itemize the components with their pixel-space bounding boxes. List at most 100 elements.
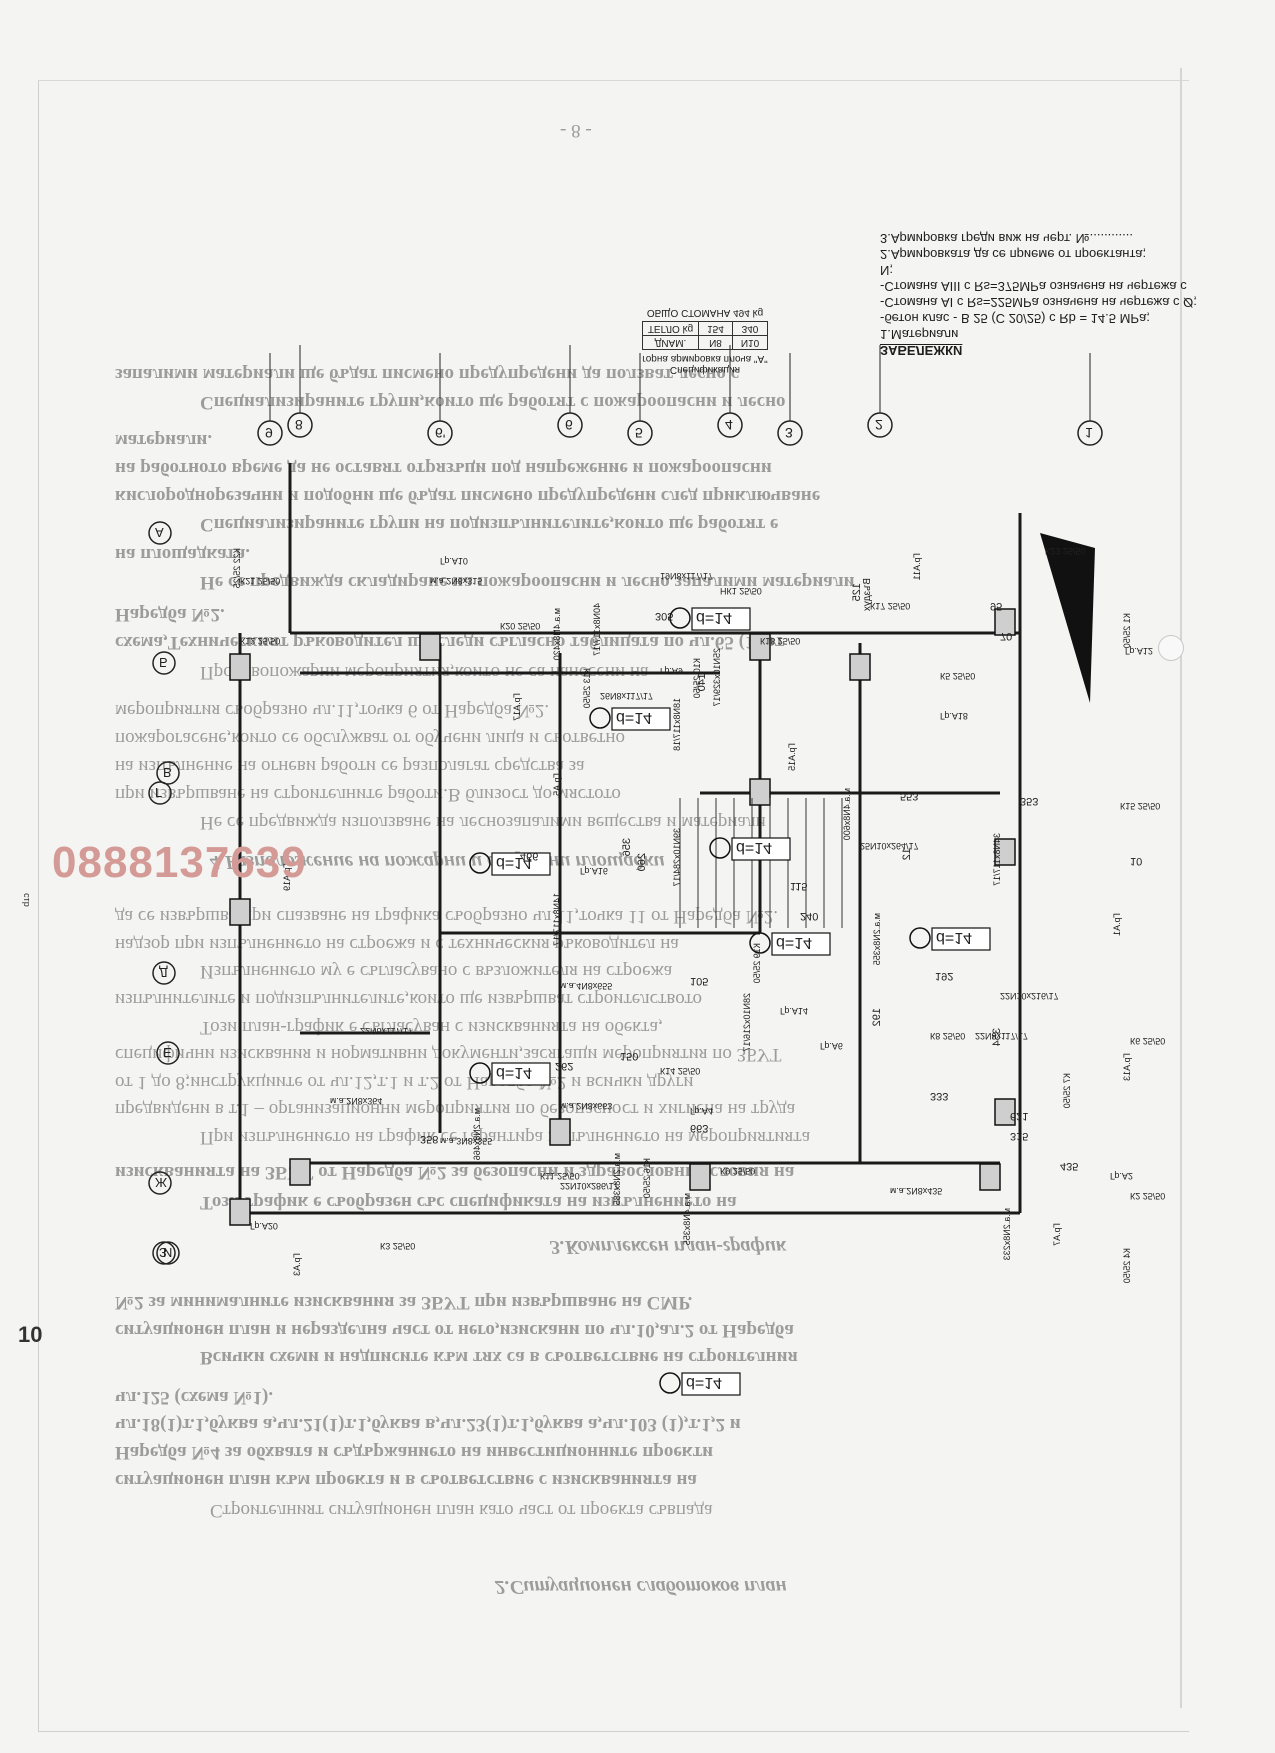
axis-bubble	[627, 420, 653, 446]
column-label: К23 25/50	[1045, 546, 1085, 556]
rebar-label: 25N10x264/17	[860, 841, 919, 851]
slab-marker-box	[691, 607, 751, 631]
dimension-label: 262	[555, 1060, 573, 1072]
axis-label: Г	[155, 785, 162, 800]
slab-thickness-label: d=14	[696, 609, 732, 626]
watermark-phone: 0888137639	[52, 838, 307, 887]
spec-cell: 340	[732, 321, 768, 336]
misc-column-label: НК1 25/50	[720, 586, 762, 596]
spec-cell: ДИАМ.	[642, 335, 699, 350]
slab-marker-circle	[469, 1062, 491, 1084]
axis-bubble	[777, 420, 803, 446]
column-label: К11 25/50	[540, 1171, 580, 1181]
beam-label: Гр.А13	[1122, 1053, 1132, 1081]
column-marker	[749, 633, 771, 661]
slab-marker-box	[681, 1372, 741, 1396]
axis-label: Е	[163, 1045, 172, 1060]
axis-label: 9	[265, 425, 273, 441]
dimension-label: 115	[790, 880, 808, 892]
column-label: К7 25/50	[1062, 1073, 1072, 1108]
column-marker	[229, 898, 251, 926]
column-label: К4 25/50	[1122, 1248, 1132, 1283]
dimension-label: 12	[901, 848, 913, 860]
dimension-label: 70	[1000, 630, 1012, 642]
beam-label: Гр.А11	[912, 553, 922, 580]
dimension-label: 95	[990, 600, 1002, 612]
axis-bubble	[287, 412, 313, 438]
beam-label: Гр.А9	[660, 666, 683, 676]
notes-line: -бетон клас - B 25 (C 20/25) с Rb = 14.5…	[880, 311, 1150, 326]
beam-label: Гр.А20	[250, 1221, 278, 1231]
beam-label: Гр.А19	[282, 863, 292, 891]
rebar-label: м.а.2N8x663	[560, 1101, 612, 1111]
dimension-label: 466	[520, 850, 538, 862]
column-label: К9 25/50	[720, 1166, 755, 1176]
axis-bubble	[427, 420, 453, 446]
slab-marker-circle	[659, 1372, 681, 1394]
beam-label: Гр.А5	[552, 773, 562, 796]
dimension-label: 305	[655, 610, 673, 622]
axis-label: А	[155, 525, 164, 540]
slab-thickness-label: d=14	[776, 934, 812, 951]
slab-marker-box	[771, 932, 831, 956]
beam-label: Гр.А18	[940, 711, 968, 721]
rebar-label: 28N10x216/17	[742, 993, 752, 1052]
dimension-label: 435	[1060, 1160, 1078, 1172]
beam-label: Гр.А7	[1052, 1223, 1062, 1246]
dimension-label: 358	[420, 1133, 438, 1145]
notes-line: -Стомана AIII с Rs=375MPa означена на че…	[880, 263, 1187, 294]
axis-bubble	[1077, 420, 1103, 446]
rebar-label: 14N8x117/17	[552, 893, 562, 946]
column-label: К21 25/50	[240, 576, 280, 586]
column-label: К10 25/50	[692, 658, 702, 698]
column-marker	[749, 778, 771, 806]
column-marker	[689, 1163, 711, 1191]
dimension-label: 553	[900, 790, 918, 802]
dimension-label: 356	[621, 838, 633, 856]
column-label: К13 25/50	[582, 668, 592, 708]
dimension-label: 140	[696, 673, 708, 691]
axis-label: Б	[159, 655, 168, 670]
axis-label: 1	[1085, 425, 1093, 441]
dimension-label: 240	[800, 910, 818, 922]
rebar-label: м.а.2N8x466	[472, 1108, 482, 1160]
dimension-label: 621	[1010, 1110, 1028, 1122]
column-marker	[994, 838, 1016, 866]
rebar-label: м.а.4N8x355	[682, 1193, 692, 1245]
slab-marker-circle	[469, 852, 491, 874]
void-triangle	[1040, 533, 1095, 703]
axis-label: 3	[785, 425, 793, 441]
spec-cell: ТЕГЛО kg	[642, 321, 699, 336]
dimension-label: 192	[935, 970, 953, 982]
axis-label: 8	[295, 417, 303, 433]
beam-label: Гр.А1	[1112, 913, 1122, 936]
slab-thickness-label: d=14	[496, 1064, 532, 1081]
axis-label: Д	[159, 965, 168, 980]
notes-line: 3.Армировка греди виж на черт. №........…	[880, 231, 1133, 246]
axis-bubble	[152, 651, 176, 675]
axis-bubble	[867, 412, 893, 438]
axis-bubble	[156, 761, 180, 785]
dimension-label: 353	[1020, 795, 1038, 807]
axis-label: 4	[725, 417, 733, 433]
column-label: К12 25/50	[240, 636, 280, 646]
beam-label: Гр.А16	[580, 866, 608, 876]
beam-label: Гр.А17	[512, 693, 522, 721]
rebar-label: м.а.2N8x233	[1002, 1208, 1012, 1260]
rebar-label: м.а.2N8x364	[330, 1096, 382, 1106]
margin-note: стр	[21, 893, 32, 907]
dimension-label: 192	[871, 1008, 883, 1026]
dimension-label: 150	[620, 1050, 638, 1062]
axis-bubble	[156, 1041, 180, 1065]
slab-marker-circle	[749, 932, 771, 954]
slab-marker-box	[611, 707, 671, 731]
slab-marker-circle	[909, 927, 931, 949]
slab-marker-circle	[709, 837, 731, 859]
rebar-label: м.а.2N8x435	[890, 1186, 942, 1196]
axis-label: 5	[635, 425, 643, 441]
axis-label: 6	[565, 417, 573, 433]
air-label: Въздух	[862, 578, 873, 611]
specification-table: Спецификация горна армировка плоча "А" Д…	[605, 307, 805, 375]
slab-thickness-label: d=14	[616, 709, 652, 726]
